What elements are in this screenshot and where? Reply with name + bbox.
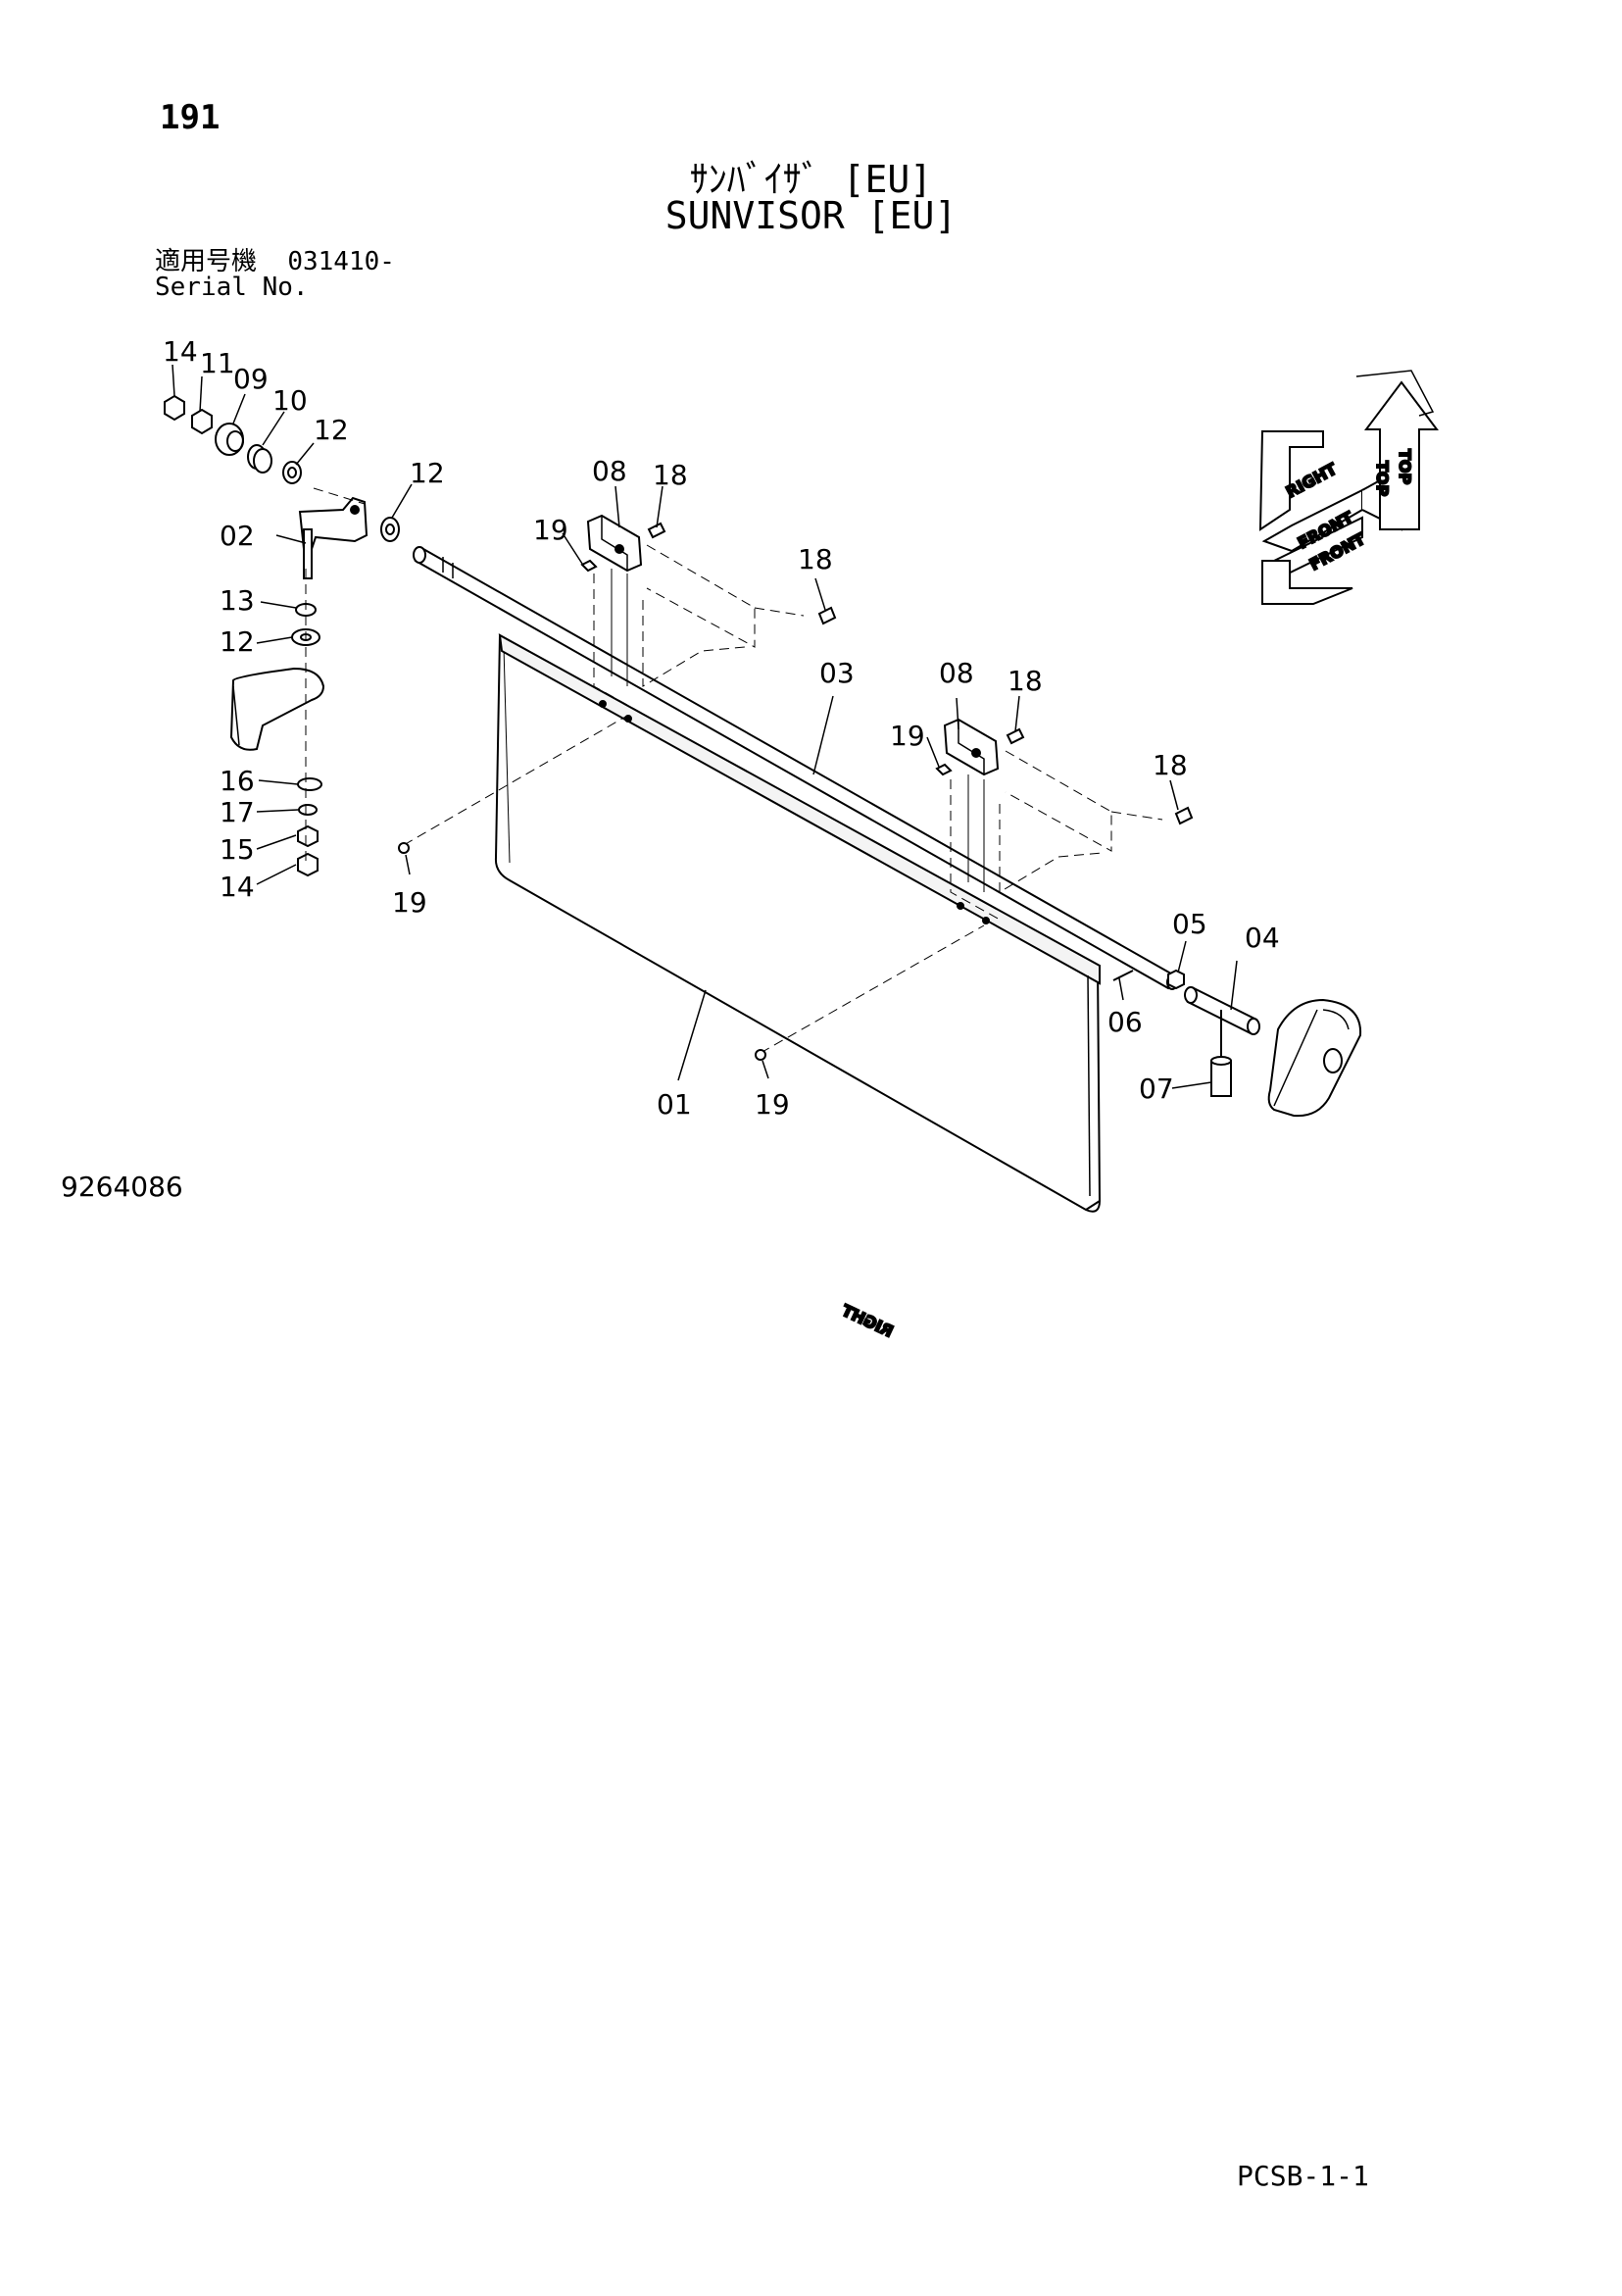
leader-lines (172, 364, 1238, 1089)
callout-05: 05 (1172, 908, 1207, 940)
callout-12: 12 (314, 414, 349, 446)
callout-19: 19 (533, 514, 568, 546)
page-number: 191 (160, 98, 221, 137)
callout-04: 04 (1245, 922, 1280, 954)
callout-01: 01 (657, 1088, 692, 1121)
upper-bracket-left (398, 514, 837, 854)
upper-bracket-right (755, 718, 1194, 1061)
callout-03: 03 (819, 657, 855, 689)
callout-18: 18 (1008, 665, 1043, 697)
callout-18: 18 (653, 459, 688, 491)
orientation-symbol: TOP TOP RIGHT RIGHT FRONT FRONT (838, 370, 1439, 1342)
serial-value: 031410- (287, 247, 395, 276)
callout-15: 15 (220, 833, 255, 866)
callout-19: 19 (890, 720, 925, 752)
callout-19: 19 (755, 1088, 790, 1121)
callout-02: 02 (220, 520, 255, 552)
orient-top-label: TOP (1373, 461, 1392, 497)
callout-14: 14 (220, 871, 255, 903)
callout-18: 18 (798, 543, 833, 575)
callout-16: 16 (220, 765, 255, 797)
callout-08: 08 (939, 657, 974, 689)
callout-12: 12 (410, 457, 445, 489)
callout-19: 19 (392, 886, 427, 919)
left-hinge-parts (164, 394, 400, 877)
orient-right-label-2: RIGHT (1283, 460, 1340, 502)
orient-right-label: RIGHT (839, 1301, 897, 1341)
callout-10: 10 (272, 384, 308, 417)
callout-labels: 14 11 09 10 12 12 02 13 12 16 17 15 14 1… (163, 335, 1280, 1121)
drawing-number: 9264086 (61, 1171, 183, 1203)
callout-11: 11 (200, 347, 235, 379)
callout-14: 14 (163, 335, 198, 368)
footer-code: PCSB-1-1 (1237, 2160, 1369, 2192)
sunvisor-panel (494, 633, 1102, 1213)
serial-label-en: Serial No. (155, 273, 309, 302)
callout-08: 08 (592, 455, 627, 487)
callout-17: 17 (220, 796, 255, 828)
title-english: SUNVISOR [EU] (664, 194, 958, 237)
title-japanese: ｻﾝﾊﾞｲｻﾞ [EU] (689, 158, 933, 201)
callout-18: 18 (1153, 749, 1188, 781)
orient-top-label-2: TOP (1396, 449, 1414, 485)
callout-09: 09 (233, 363, 269, 395)
right-handle-parts (1112, 969, 1362, 1118)
callout-07: 07 (1139, 1073, 1174, 1105)
callout-12: 12 (220, 625, 255, 658)
callout-06: 06 (1107, 1006, 1143, 1038)
serial-block: 適用号機 031410- Serial No. (155, 249, 395, 300)
callout-13: 13 (220, 584, 255, 617)
serial-label-jp: 適用号機 (155, 247, 258, 276)
